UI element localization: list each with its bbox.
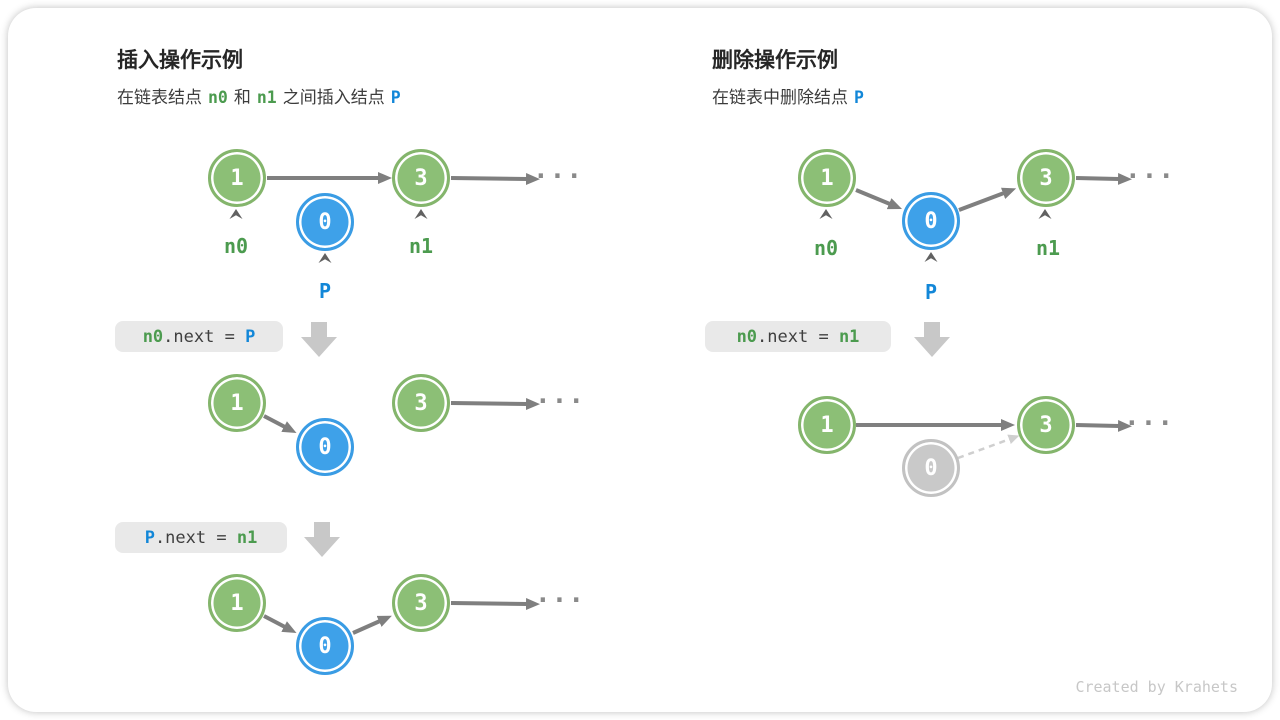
arrow-n0-to-p (855, 188, 903, 210)
down-arrow-icon (301, 322, 337, 357)
ellipsis: ... (1124, 402, 1174, 432)
arrow-p-to-n1 (958, 187, 1017, 212)
credit-text: Created by Krahets (1075, 678, 1238, 696)
code-rhs: P (245, 326, 256, 347)
node-3: 3 (392, 374, 450, 432)
node-1: 1 (208, 374, 266, 432)
subtitle-text: 在链表结点 (117, 88, 202, 107)
node-3: 3 (1017, 396, 1075, 454)
arrow-n0-to-p (263, 614, 297, 634)
node-3: 3 (392, 574, 450, 632)
code-lhs: P (144, 527, 155, 548)
code-rhs: n1 (838, 326, 860, 347)
caret-up-icon (318, 253, 332, 263)
token-n1: n1 (256, 88, 277, 107)
arrow-n1-to-rest (1075, 419, 1132, 432)
insert-subtitle: 在链表结点 n0 和 n1 之间插入结点 P (117, 83, 407, 108)
node-1: 1 (208, 149, 266, 207)
ellipsis: ... (535, 579, 585, 609)
code-op: .next = (154, 527, 237, 548)
caret-up-icon (414, 209, 428, 219)
pointer-label-p: P (318, 279, 332, 303)
arrow-p-to-n1 (352, 615, 392, 635)
code-n0-next-n1: n0.next = n1 (705, 321, 891, 352)
subtitle-text: 和 (233, 88, 251, 107)
pointer-label-n1: n1 (408, 234, 434, 258)
pointer-label-n0: n0 (813, 236, 839, 260)
caret-up-icon (924, 252, 938, 262)
code-op: .next = (163, 326, 246, 347)
insert-title: 插入操作示例 (117, 49, 243, 72)
ellipsis: ... (533, 155, 583, 185)
arrow-n1-to-rest (450, 397, 540, 410)
node-p: 0 (296, 418, 354, 476)
code-op: .next = (757, 326, 839, 347)
arrow-n1-to-rest (450, 597, 540, 610)
node-1: 1 (208, 574, 266, 632)
arrow-removed-p-to-n1-dashed (957, 434, 1020, 460)
token-n0: n0 (208, 88, 228, 107)
subtitle-text: 之间插入结点 (282, 88, 385, 107)
node-p: 0 (296, 193, 354, 251)
code-n0-next-p: n0.next = P (115, 321, 283, 352)
delete-subtitle: 在链表中删除结点 P (712, 83, 870, 108)
node-1: 1 (798, 396, 856, 454)
ellipsis: ... (1125, 155, 1175, 185)
caret-up-icon (1038, 209, 1052, 219)
node-p-removed: 0 (902, 439, 960, 497)
code-rhs: n1 (236, 527, 258, 548)
subtitle-text: 在链表中删除结点 (712, 88, 848, 107)
node-1: 1 (798, 149, 856, 207)
pointer-label-n1: n1 (1035, 236, 1061, 260)
arrow-n1-to-rest (1075, 172, 1132, 185)
caret-up-icon (229, 209, 243, 219)
node-3: 3 (1017, 149, 1075, 207)
node-p: 0 (296, 617, 354, 675)
delete-title: 删除操作示例 (712, 49, 838, 72)
code-p-next-n1: P.next = n1 (115, 522, 287, 553)
caret-up-icon (819, 209, 833, 219)
arrow-n0-to-p (263, 414, 297, 434)
pointer-label-n0: n0 (223, 234, 249, 258)
ellipsis: ... (535, 380, 585, 410)
node-p: 0 (902, 192, 960, 250)
pointer-label-p: P (924, 280, 938, 304)
token-p: P (390, 88, 401, 107)
node-3: 3 (392, 149, 450, 207)
down-arrow-icon (914, 322, 950, 357)
arrow-n1-to-rest (450, 172, 540, 185)
token-p: P (854, 88, 864, 107)
code-lhs: n0 (736, 326, 758, 347)
down-arrow-icon (304, 522, 340, 557)
code-lhs: n0 (142, 326, 164, 347)
